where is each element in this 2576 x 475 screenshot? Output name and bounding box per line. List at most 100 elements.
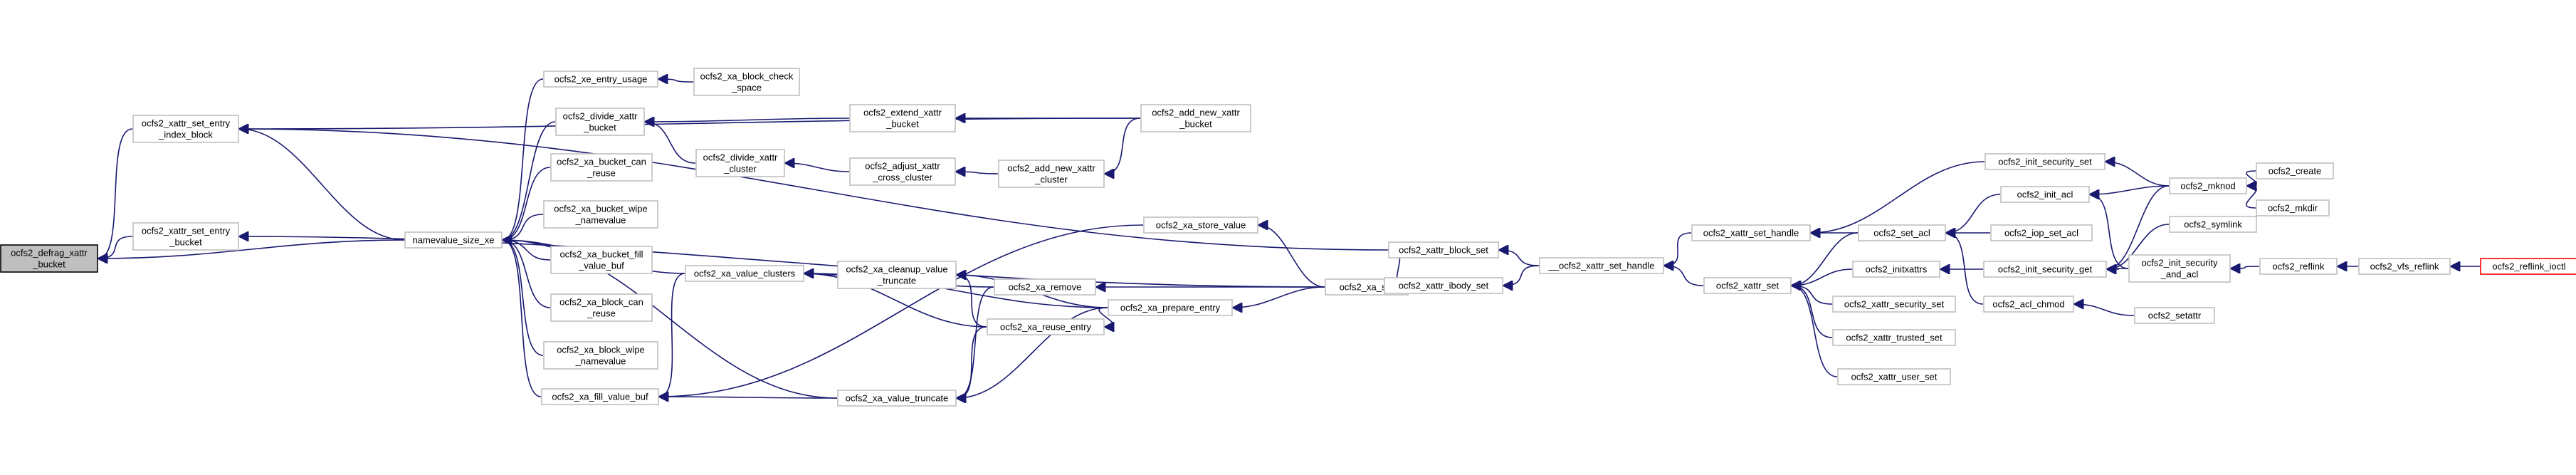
node-box [1384, 277, 1503, 294]
node-block_can_reuse[interactable]: ocfs2_xa_block_can_reuse [550, 293, 653, 322]
node-reflink_ioctl[interactable]: ocfs2_reflink_ioctl [2480, 258, 2576, 275]
node-label: ocfs2_xa_remove [1009, 282, 1082, 293]
node-label: _bucket [583, 122, 616, 133]
node-security_set[interactable]: ocfs2_xattr_security_set [1832, 296, 1956, 313]
node-add_new_cluster[interactable]: ocfs2_add_new_xattr_cluster [998, 160, 1105, 188]
node-label: ocfs2_xa_bucket_wipe [554, 204, 648, 214]
node-xa_remove[interactable]: ocfs2_xa_remove [994, 278, 1096, 296]
node-init_security_set[interactable]: ocfs2_init_security_set [1984, 153, 2106, 170]
node-box [837, 390, 957, 407]
node-label: _value_buf [578, 261, 624, 271]
node-label: ocfs2_xattr_block_set [1399, 245, 1488, 256]
node-label: ocfs2_extend_xattr [863, 108, 942, 118]
edge-reflink-to-init_security_and_acl [2231, 266, 2260, 268]
node-set_entry_bucket[interactable]: ocfs2_xattr_set_entry_bucket [132, 222, 239, 251]
node-label: ocfs2_mknod [2180, 181, 2235, 192]
node-box [1832, 296, 1956, 313]
edge-value_clusters-to-fill_value_buf [659, 273, 685, 397]
node-label: _space [731, 83, 762, 93]
node-adjust_cross[interactable]: ocfs2_adjust_xattr_cross_cluster [849, 157, 956, 186]
node-box [0, 244, 98, 273]
node-block_set[interactable]: ocfs2_xattr_block_set [1388, 241, 1499, 259]
node-defrag[interactable]: ocfs2_defrag_xattr_bucket [0, 244, 98, 273]
edge-reuse_entry-to-value_truncate [957, 326, 987, 398]
node-box [998, 160, 1105, 188]
node-value_clusters[interactable]: ocfs2_xa_value_clusters [685, 265, 804, 282]
node-label: _bucket [885, 119, 919, 130]
node-xattr_set[interactable]: ocfs2_xattr_set [1703, 277, 1792, 294]
node-label: _reuse [587, 168, 616, 179]
node-add_new_bucket[interactable]: ocfs2_add_new_xattr_bucket [1140, 104, 1251, 132]
node-reflink[interactable]: ocfs2_reflink [2259, 258, 2338, 275]
node-label: _bucket [1179, 119, 1212, 130]
node-set_entry_index[interactable]: ocfs2_xattr_set_entry_index_block [132, 115, 239, 143]
node-divide_bucket[interactable]: ocfs2_divide_xattr_bucket [555, 108, 645, 136]
node-prepare_entry[interactable]: ocfs2_xa_prepare_entry [1108, 299, 1233, 316]
node-divide_cluster[interactable]: ocfs2_divide_xattr_cluster [695, 149, 785, 177]
node-label: ocfs2_xe_entry_usage [554, 74, 648, 85]
node-reuse_entry[interactable]: ocfs2_xa_reuse_entry [987, 318, 1105, 335]
node-init_security_get[interactable]: ocfs2_init_security_get [1983, 261, 2107, 278]
node-box [1691, 224, 1811, 241]
edge-xe_entry_usage-to-namevalue_size [503, 78, 544, 240]
node-value_truncate[interactable]: ocfs2_xa_value_truncate [837, 390, 957, 407]
node-label: ocfs2_init_acl [2017, 189, 2073, 200]
node-box [994, 278, 1096, 296]
node-set_acl[interactable]: ocfs2_set_acl [1858, 224, 1946, 241]
node-block_check_space[interactable]: ocfs2_xa_block_check_space [693, 68, 800, 96]
node-setattr[interactable]: ocfs2_setattr [2134, 307, 2215, 324]
node-set_handle_internal[interactable]: __ocfs2_xattr_set_handle [1539, 257, 1664, 274]
node-label: ocfs2_xa_block_can [559, 297, 643, 308]
node-xe_entry_usage[interactable]: ocfs2_xe_entry_usage [543, 71, 658, 88]
edge-xa_remove-to-value_truncate [957, 286, 994, 398]
node-label: _index_block [158, 130, 213, 140]
node-ibody_set[interactable]: ocfs2_xattr_ibody_set [1384, 277, 1503, 294]
node-fill_value_buf[interactable]: ocfs2_xa_fill_value_buf [541, 388, 659, 405]
node-box [550, 293, 653, 322]
node-label: ocfs2_xa_block_wipe [557, 345, 645, 355]
node-bucket_fill[interactable]: ocfs2_xa_bucket_fill_value_buf [550, 246, 653, 274]
node-box [543, 200, 658, 229]
node-trusted_set[interactable]: ocfs2_xattr_trusted_set [1832, 329, 1956, 346]
node-label: __ocfs2_xattr_set_handle [1548, 261, 1655, 271]
node-acl_chmod[interactable]: ocfs2_acl_chmod [1983, 296, 2074, 313]
edge-reuse_entry-to-value_clusters [804, 273, 987, 328]
edge-xa_set-to-store_value [1258, 225, 1325, 288]
node-label: ocfs2_xattr_trusted_set [1846, 333, 1942, 343]
node-label: ocfs2_xattr_user_set [1851, 372, 1938, 382]
node-label: ocfs2_set_acl [1873, 228, 1930, 239]
node-box [404, 231, 503, 249]
node-vfs_reflink[interactable]: ocfs2_vfs_reflink [2358, 258, 2451, 275]
node-iop_set_acl[interactable]: ocfs2_iop_set_acl [1990, 224, 2093, 241]
edge-xa_set-to-prepare_entry [1233, 286, 1325, 308]
node-create[interactable]: ocfs2_create [2256, 162, 2334, 179]
node-box [849, 157, 956, 186]
node-box [1388, 241, 1499, 259]
node-bucket_can_reuse[interactable]: ocfs2_xa_bucket_can_reuse [550, 153, 653, 182]
node-symlink[interactable]: ocfs2_symlink [2169, 216, 2257, 233]
node-init_security_and_acl[interactable]: ocfs2_init_security_and_acl [2128, 254, 2231, 283]
node-mknod[interactable]: ocfs2_mknod [2169, 177, 2247, 194]
node-init_acl[interactable]: ocfs2_init_acl [2000, 186, 2090, 203]
node-store_value[interactable]: ocfs2_xa_store_value [1143, 216, 1258, 234]
node-initxattrs[interactable]: ocfs2_initxattrs [1852, 261, 1940, 278]
node-set_handle[interactable]: ocfs2_xattr_set_handle [1691, 224, 1811, 241]
node-label: ocfs2_xa_bucket_fill [559, 249, 643, 260]
node-mkdir[interactable]: ocfs2_mkdir [2256, 199, 2330, 216]
node-box [2128, 254, 2231, 283]
node-extend_bucket[interactable]: ocfs2_extend_xattr_bucket [849, 104, 956, 132]
node-bucket_wipe[interactable]: ocfs2_xa_bucket_wipe_namevalue [543, 200, 658, 229]
node-cleanup_truncate[interactable]: ocfs2_xa_cleanup_value_truncate [837, 261, 957, 289]
node-label: ocfs2_xa_cleanup_value [846, 264, 947, 275]
node-box [132, 222, 239, 251]
node-user_set[interactable]: ocfs2_xattr_user_set [1837, 368, 1951, 385]
node-namevalue_size[interactable]: namevalue_size_xe [404, 231, 503, 249]
node-label: namevalue_size_xe [413, 235, 495, 246]
node-label: ocfs2_reflink_ioctl [2492, 261, 2565, 272]
node-label: ocfs2_reflink [2273, 261, 2325, 272]
node-box [550, 153, 653, 182]
edge-divide_cluster-to-divide_bucket [645, 122, 696, 164]
node-label: ocfs2_setattr [2148, 310, 2202, 321]
edge-xattr_set-to-set_handle_internal [1664, 266, 1704, 286]
node-block_wipe[interactable]: ocfs2_xa_block_wipe_namevalue [543, 341, 658, 370]
